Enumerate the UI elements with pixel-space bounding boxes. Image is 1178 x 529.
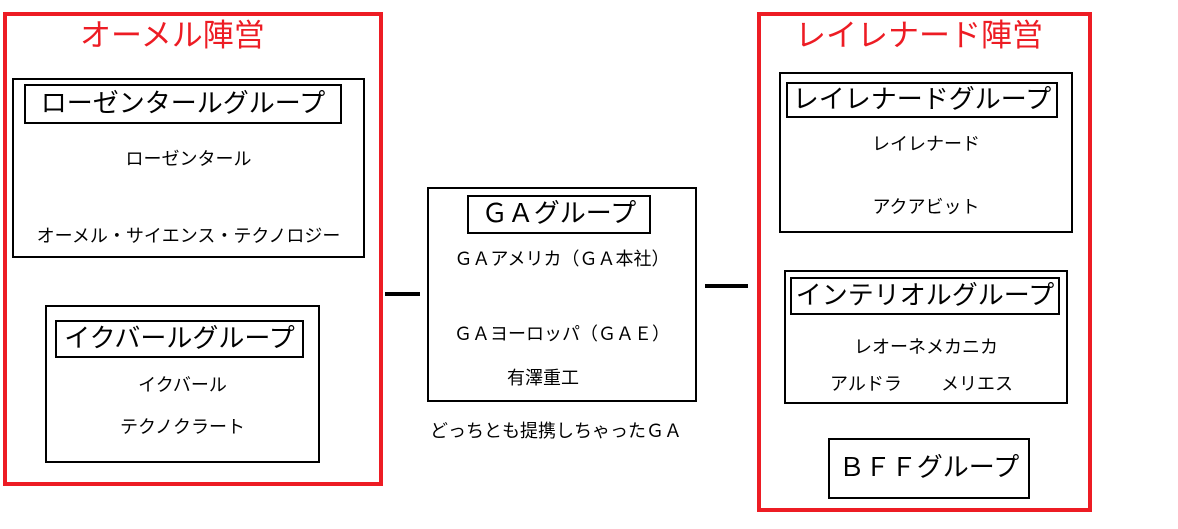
member-ga-europe: ＧＡヨーロッパ（ＧＡＥ） (454, 324, 670, 345)
member-leone-meccanica: レオーネメカニカ (854, 337, 998, 358)
raylenard-camp-title: レイレナード陣営 (795, 18, 1043, 54)
ikubal-group-box: イクバールグループ イクバール テクノクラート (45, 305, 320, 463)
interior-group-title: インテリオルグループ (790, 277, 1060, 315)
ga-note: どっちとも提携しちゃったＧＡ (430, 421, 682, 442)
member-ikubal: イクバール (138, 375, 227, 396)
member-technocrat: テクノクラート (120, 417, 245, 438)
rosenthal-group-box: ローゼンタールグループ ローゼンタール オーメル・サイエンス・テクノロジー (12, 78, 365, 258)
omer-camp-frame: オーメル陣営 ローゼンタールグループ ローゼンタール オーメル・サイエンス・テク… (3, 12, 383, 486)
member-aldra: アルドラ (830, 374, 902, 395)
omer-camp-title: オーメル陣営 (80, 18, 265, 54)
bff-group-title: ＢＦＦグループ (838, 453, 1020, 483)
member-merrilies: メリエス (941, 374, 1013, 395)
raylenard-group-title: レイレナードグループ (786, 82, 1058, 118)
member-aquabit: アクアビット (872, 197, 980, 218)
member-ga-america: ＧＡアメリカ（ＧＡ本社） (454, 249, 670, 270)
member-arisawa-heavy-industries: 有澤重工 (507, 368, 579, 389)
member-raylenard: レイレナード (872, 134, 980, 155)
bff-group-box: ＢＦＦグループ (828, 438, 1030, 499)
ikubal-group-title: イクバールグループ (55, 320, 304, 358)
member-rosenthal: ローゼンタール (125, 149, 252, 170)
ga-group-title: ＧＡグループ (467, 195, 651, 234)
raylenard-camp-frame: レイレナード陣営 レイレナードグループ レイレナード アクアビット インテリオル… (757, 12, 1092, 512)
ga-group-box: ＧＡグループ ＧＡアメリカ（ＧＡ本社） ＧＡヨーロッパ（ＧＡＥ） 有澤重工 (427, 187, 697, 402)
rosenthal-group-title: ローゼンタールグループ (24, 84, 342, 124)
interior-group-box: インテリオルグループ レオーネメカニカ アルドラ メリエス (784, 270, 1068, 404)
connector-line-left (385, 292, 420, 296)
member-omer-science-technology: オーメル・サイエンス・テクノロジー (36, 226, 341, 247)
raylenard-group-box: レイレナードグループ レイレナード アクアビット (779, 72, 1073, 233)
connector-line-right (705, 284, 748, 288)
